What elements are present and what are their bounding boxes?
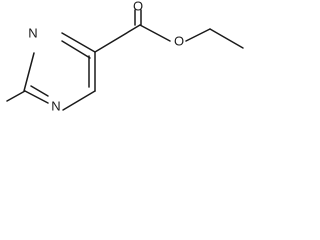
atom-o-carbonyl: O <box>133 0 143 14</box>
chemical-structure-diagram: N N O O <box>6 0 244 114</box>
bond-c6-n1-inner <box>61 40 91 59</box>
bond-c6-n1 <box>61 32 96 53</box>
atom-n3: N <box>51 99 60 114</box>
ethyl-ester-group <box>94 9 244 53</box>
bond-c5-carbonyl <box>94 24 141 53</box>
atom-n1: N <box>28 26 37 41</box>
bond-c2-n3-inner <box>30 85 49 97</box>
pyrimidine-ring <box>23 32 96 111</box>
bond-c2-n3 <box>24 90 49 104</box>
bond-ch2-ch3 <box>209 28 244 49</box>
bond-oester-ch2 <box>185 28 211 42</box>
bond-c2-methyl <box>6 90 26 102</box>
bond-n1-c2 <box>23 52 35 92</box>
bond-n3-c4 <box>62 90 96 111</box>
bond-carbonyl-oester <box>139 24 171 42</box>
atom-o-ester: O <box>174 34 184 49</box>
